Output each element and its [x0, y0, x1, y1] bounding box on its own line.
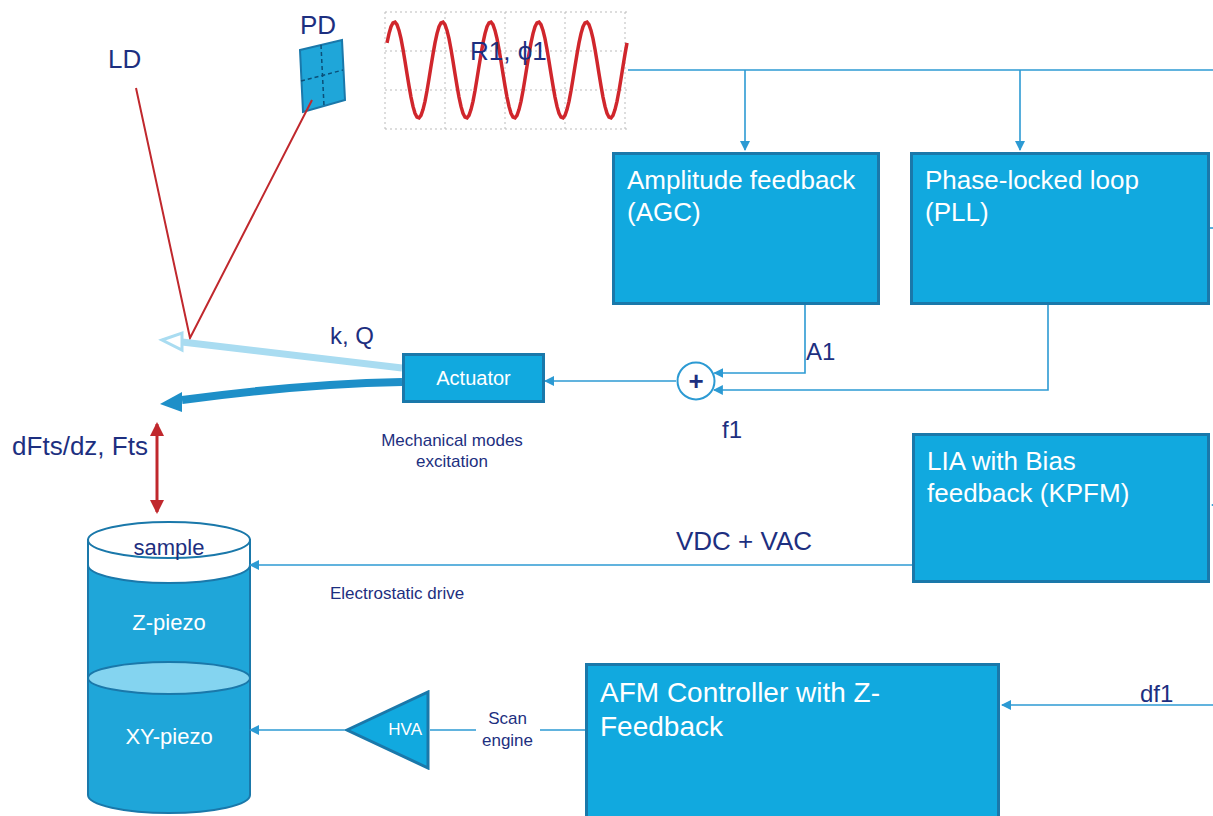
piezo-stack — [88, 522, 250, 813]
node-text: sample — [134, 535, 205, 561]
node-text: Z-piezo — [132, 610, 205, 636]
force-arrow — [156, 424, 159, 512]
process-box: Phase-locked loop (PLL) — [910, 152, 1210, 305]
connector — [714, 305, 1048, 390]
sample-layer: sample — [88, 526, 250, 569]
node-text: Actuator — [411, 366, 536, 390]
laser-beam — [136, 88, 312, 338]
process-box: LIA with Bias feedback (KPFM) — [912, 433, 1210, 583]
connector — [250, 564, 912, 566]
detector-label: PD — [300, 10, 336, 41]
controller-box: AFM Controller with Z-Feedback — [585, 663, 1000, 816]
note-label: Electrostatic drive — [330, 584, 464, 604]
oscilloscope-trace — [385, 12, 627, 130]
node-text: AFM Controller with Z-Feedback — [600, 676, 985, 744]
node-text: LIA with Bias feedback (KPFM) — [927, 446, 1137, 509]
signal-label: A1 — [806, 338, 835, 366]
amplifier-triangle: HVA — [345, 690, 430, 770]
connector — [545, 380, 676, 382]
force-label: dFts/dz, Fts — [12, 430, 148, 463]
edge-label: Scan engine — [476, 708, 540, 752]
signal-label: f1 — [722, 416, 742, 444]
laser-label: LD — [108, 44, 141, 75]
connector — [250, 729, 345, 731]
note-label: Mechanical modes excitation — [352, 430, 552, 473]
summing-junction: + — [676, 358, 716, 404]
node-text: XY-piezo — [125, 724, 212, 750]
node-text: HVA — [388, 720, 422, 740]
parameter-label: k, Q — [330, 322, 374, 350]
signal-label: df1 — [1140, 680, 1173, 708]
signal-label: R1, ϕ1 — [470, 36, 547, 67]
connector — [714, 305, 805, 373]
signal-wires — [628, 70, 1213, 705]
xy-piezo: XY-piezo — [88, 712, 250, 762]
signal-label: VDC + VAC — [676, 526, 812, 557]
z-piezo: Z-piezo — [88, 598, 250, 648]
node-text: Phase-locked loop (PLL) — [925, 165, 1145, 228]
process-box: Amplitude feedback (AGC) — [612, 152, 880, 305]
node-text: Amplitude feedback (AGC) — [627, 165, 865, 228]
actuator-box: Actuator — [402, 353, 545, 403]
node-text: + — [688, 366, 703, 397]
photodiode — [300, 40, 345, 112]
